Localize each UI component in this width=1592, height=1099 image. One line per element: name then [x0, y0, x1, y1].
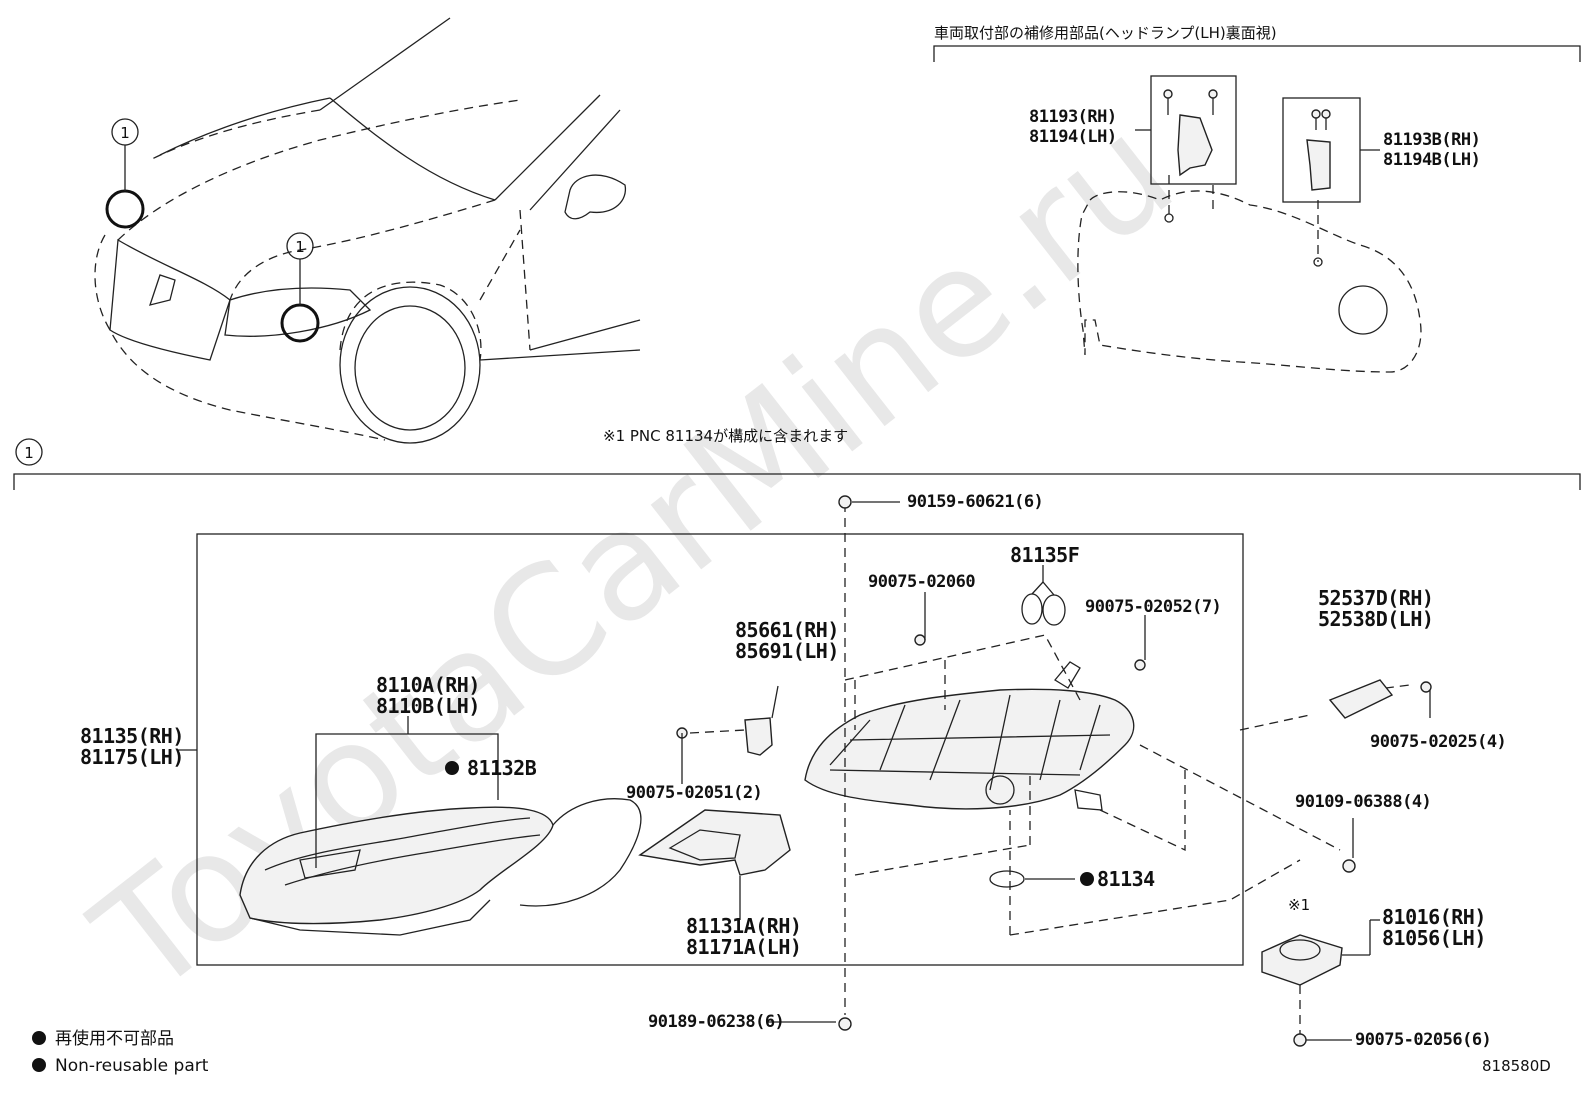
part-label: 81193B(RH): [1383, 130, 1480, 150]
screw-90075-02056: [1293, 1033, 1307, 1047]
part-label: 81056(LH): [1382, 926, 1486, 950]
part-label: 90075-02060: [868, 572, 975, 592]
part-label: 81134: [1097, 867, 1155, 891]
non-reusable-dot: [1080, 872, 1094, 886]
part-label: 81193(RH): [1029, 107, 1117, 127]
car-front-illustration: [94, 17, 641, 444]
bezel-81131a: [638, 809, 791, 876]
oring-81134: [989, 870, 1025, 888]
bracket-81193b: [1306, 139, 1331, 191]
callout-marker: [111, 118, 139, 146]
part-label: 90159-60621(6): [907, 492, 1043, 512]
part-label: 52537D(RH): [1318, 586, 1433, 610]
screw-90109: [1342, 859, 1356, 873]
legend-label-en: Non-reusable part: [55, 1056, 209, 1076]
part-label: 85691(LH): [735, 639, 839, 663]
part-label: 81135F: [1010, 543, 1079, 567]
part-label: 81194B(LH): [1383, 150, 1480, 170]
part-label: 90189-06238(6): [648, 1012, 784, 1032]
headlamp-callout-circle: [280, 303, 320, 343]
part-label: 8110A(RH): [376, 673, 480, 697]
part-label: 85661(RH): [735, 618, 839, 642]
part-label: 90075-02052(7): [1085, 597, 1221, 617]
callout-marker: [286, 232, 314, 260]
screw-90189: [838, 1017, 852, 1031]
section-marker: [15, 438, 43, 466]
screw-90159: [838, 495, 852, 509]
headlamp-lens-assembly: [239, 798, 642, 936]
inset-panel: 車両取付部の補修用部品(ヘッドランプ(LH)裏面視) 81193(RH) 811…: [933, 24, 1581, 373]
part-label: 81131A(RH): [686, 914, 801, 938]
section-bracket: [13, 473, 1581, 490]
part-labels: 90159-60621(6) 81135F 90075-02060 90075-…: [80, 492, 1507, 1050]
part-label: 81194(LH): [1029, 127, 1117, 147]
bracket-85661: [744, 717, 773, 756]
section-marker-label: 1: [24, 444, 34, 462]
part-label: 81132B: [467, 756, 537, 780]
note-text: ※1 PNC 81134が構成に含まれます: [603, 427, 848, 445]
non-reusable-dot: [445, 761, 459, 775]
bracket-52537d: [1328, 679, 1394, 719]
oring-81135f: [1042, 594, 1066, 626]
part-label: 90109-06388(4): [1295, 792, 1431, 812]
legend: 再使用不可部品 Non-reusable part: [32, 1028, 209, 1076]
legend-dot: [32, 1031, 46, 1045]
figure-code: 818580D: [1482, 1057, 1551, 1075]
headlamp-housing: [804, 661, 1135, 811]
callout-marker-label: 1: [295, 238, 305, 256]
part-label: 81175(LH): [80, 745, 184, 769]
part-label: 90075-02025(4): [1370, 732, 1506, 752]
part-label: 8110B(LH): [376, 694, 480, 718]
note-reference: ※1: [1288, 896, 1310, 914]
callout-marker-label: 1: [120, 124, 130, 142]
part-label: 81135(RH): [80, 724, 184, 748]
oring-81135f: [1021, 593, 1043, 625]
part-label: 90075-02056(6): [1355, 1030, 1491, 1050]
part-label: 52538D(LH): [1318, 607, 1433, 631]
legend-label-jp: 再使用不可部品: [55, 1028, 174, 1049]
bracket-81193: [1177, 114, 1213, 177]
part-label: 81171A(LH): [686, 935, 801, 959]
callout-group: 1 1: [105, 118, 320, 343]
inset-title: 車両取付部の補修用部品(ヘッドランプ(LH)裏面視): [934, 24, 1277, 42]
part-label: 81016(RH): [1382, 905, 1486, 929]
headlamp-callout-circle: [105, 189, 145, 229]
legend-dot: [32, 1058, 46, 1072]
part-label: 90075-02051(2): [626, 783, 762, 803]
